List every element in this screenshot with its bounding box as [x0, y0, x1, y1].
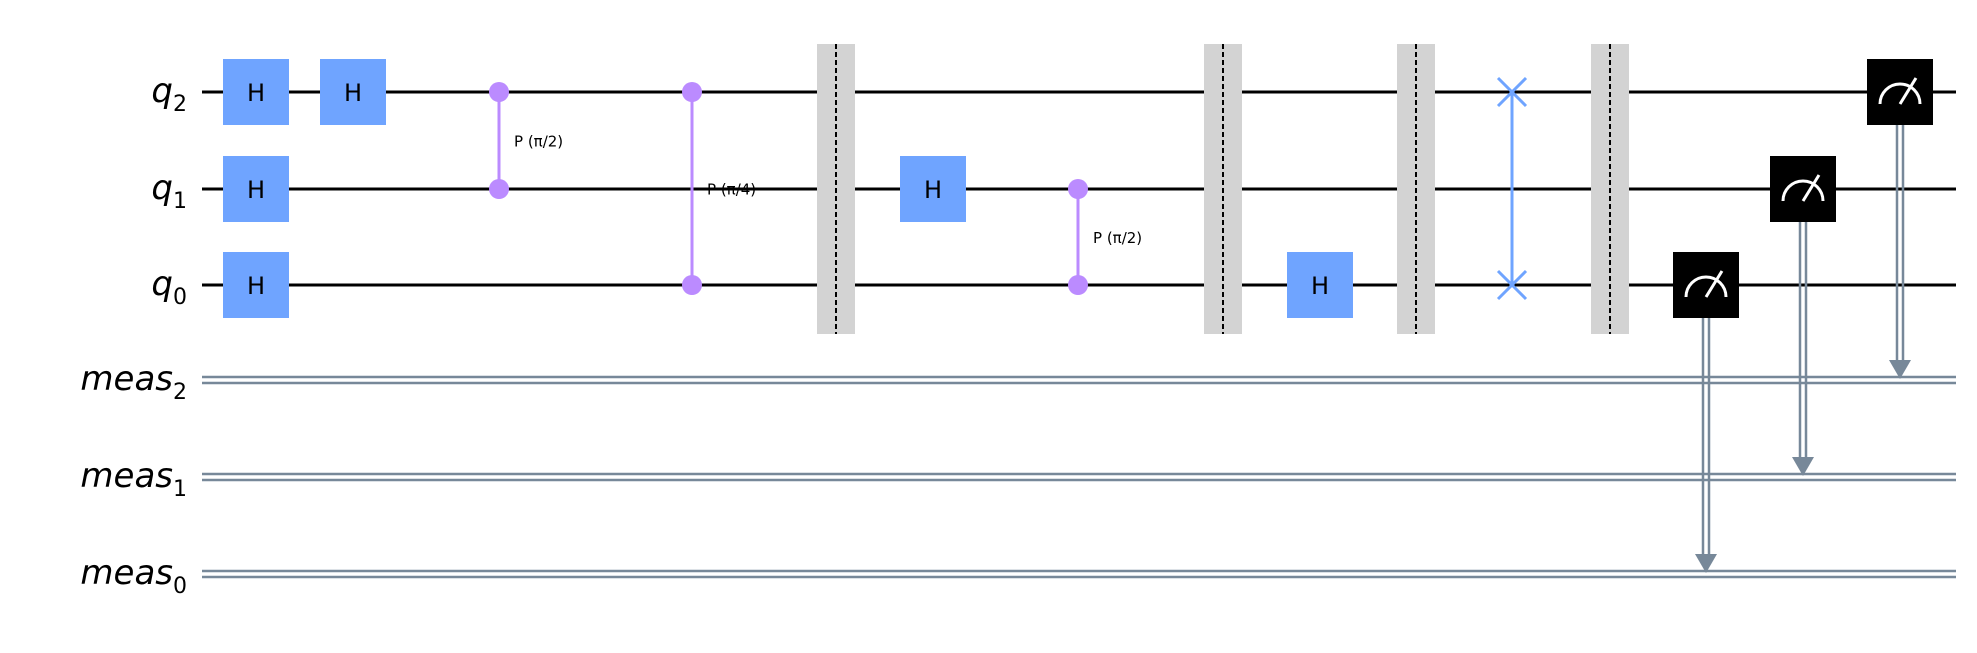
h-gate-q2: H [320, 59, 386, 125]
measure-box [1867, 59, 1933, 125]
meter-icon [1878, 77, 1922, 105]
phase-param-label: P (π/4) [707, 181, 756, 199]
h-gate-q2: H [223, 59, 289, 125]
meter-needle [1704, 270, 1724, 298]
clbit-label-meas1-text: meas [80, 456, 173, 496]
classical-wire-meas1 [202, 472, 1956, 482]
control-dot [489, 179, 509, 199]
h-gate-q0: H [223, 252, 289, 318]
measure-arrow-icon [1792, 457, 1814, 476]
controlled-phase-gate: P (π/2) [1068, 179, 1142, 295]
clbit-label-meas0: meas0 [80, 553, 187, 599]
barrier [1204, 44, 1242, 334]
h-gate-label: H [924, 176, 942, 204]
qubit-label-q1: q1 [151, 168, 187, 214]
h-gate-label: H [247, 176, 265, 204]
meter-arc [1684, 275, 1728, 298]
qubit-label-q2-subscript: 2 [173, 92, 187, 117]
h-gate-label: H [344, 79, 362, 107]
meter-arc [1781, 179, 1825, 202]
phase-param-label: P (π/2) [1093, 229, 1142, 247]
classical-wire-meas0 [202, 569, 1956, 579]
h-gate-box [1287, 252, 1353, 318]
h-gate-q0: H [1287, 252, 1353, 318]
qubit-label-q1-text: q [151, 168, 173, 208]
clbit-label-meas1: meas1 [80, 456, 187, 502]
measure-arrow-icon [1889, 360, 1911, 379]
h-gate-q1: H [900, 156, 966, 222]
measure-gate-q1 [1770, 156, 1836, 476]
swap-cross-icon [1496, 269, 1528, 301]
h-gate-box [900, 156, 966, 222]
control-dot [489, 82, 509, 102]
meter-arc [1878, 82, 1922, 105]
qubit-label-q0-subscript: 0 [173, 285, 187, 310]
control-dot [1068, 179, 1088, 199]
h-gate-box [320, 59, 386, 125]
swap-cross-icon [1496, 76, 1528, 108]
h-gate-box [223, 252, 289, 318]
clbit-label-meas2-text: meas [80, 359, 173, 399]
swap-cross-stroke [1496, 76, 1528, 108]
measure-box [1673, 252, 1739, 318]
controlled-phase-gate: P (π/2) [489, 82, 563, 199]
h-gate-label: H [1311, 272, 1329, 300]
measure-gate-q0 [1673, 252, 1739, 573]
barrier [1397, 44, 1435, 334]
control-dot [1068, 275, 1088, 295]
control-dot [682, 275, 702, 295]
h-gate-box [223, 156, 289, 222]
meter-icon [1684, 270, 1728, 298]
h-gate-box [223, 59, 289, 125]
qubit-label-q0: q0 [151, 264, 187, 310]
meter-needle [1801, 174, 1821, 202]
swap-gate [1496, 76, 1528, 301]
clbit-label-meas1-subscript: 1 [173, 477, 187, 502]
h-gate-label: H [247, 79, 265, 107]
qubit-label-q0-text: q [151, 264, 173, 304]
barrier [817, 44, 855, 334]
qubit-label-q2: q2 [151, 71, 187, 117]
meter-icon [1781, 174, 1825, 202]
measure-gate-q2 [1867, 59, 1933, 379]
meter-needle [1898, 77, 1918, 105]
clbit-label-meas2-subscript: 2 [173, 380, 187, 405]
clbit-label-meas2: meas2 [80, 359, 187, 405]
qubit-label-q2-text: q [151, 71, 173, 111]
swap-cross-stroke [1496, 269, 1528, 301]
control-dot [682, 82, 702, 102]
measure-box [1770, 156, 1836, 222]
measure-arrow-icon [1695, 554, 1717, 573]
h-gate-label: H [247, 272, 265, 300]
h-gate-q1: H [223, 156, 289, 222]
clbit-label-meas0-subscript: 0 [173, 574, 187, 599]
barrier [1591, 44, 1629, 334]
clbit-label-meas0-text: meas [80, 553, 173, 593]
controlled-phase-gate: P (π/4) [682, 82, 756, 295]
classical-wire-meas2 [202, 375, 1956, 385]
phase-param-label: P (π/2) [514, 133, 563, 151]
qubit-label-q1-subscript: 1 [173, 189, 187, 214]
